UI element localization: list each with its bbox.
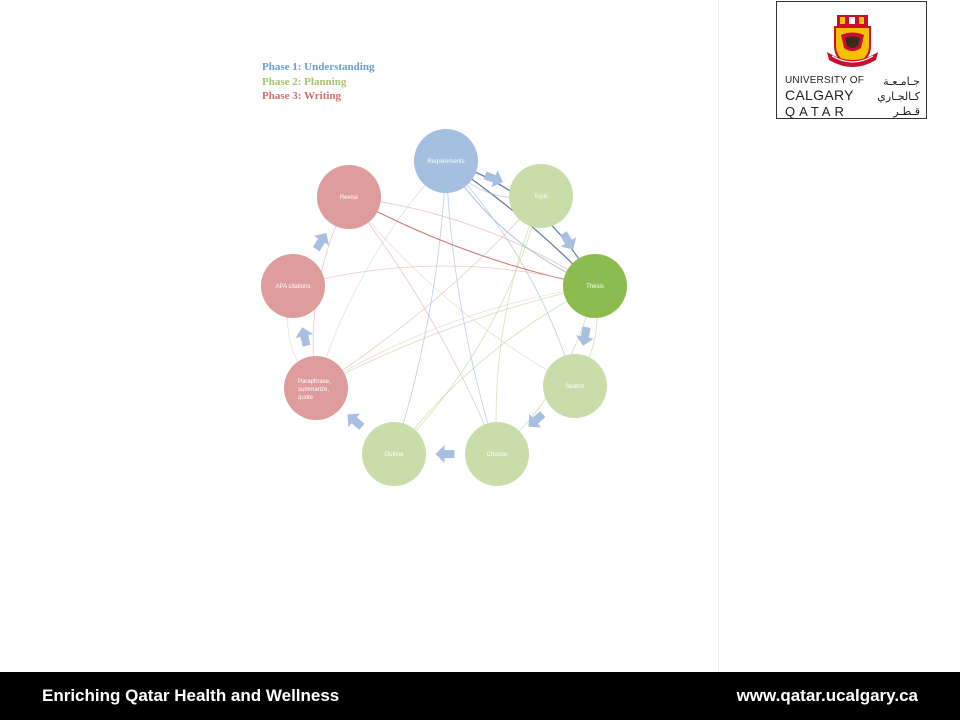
legend-phase-2: Phase 2: Planning [262, 75, 347, 88]
connection-curve [348, 196, 498, 455]
connection-curve [315, 160, 447, 389]
flow-arrow [295, 327, 314, 347]
node-circle-revise [317, 165, 381, 229]
flow-arrow [435, 445, 455, 463]
node-label-apa: APA citations [276, 284, 311, 290]
flow-arrow [312, 233, 330, 252]
node-label-choose: Choose [487, 452, 508, 458]
node-circle-thesis [563, 254, 627, 318]
university-logo: UNIVERSITY OF CALGARY QATAR جـامـعـة كـا… [776, 1, 927, 119]
node-circle-requirements [414, 129, 478, 193]
footer-url: www.qatar.ucalgary.ca [736, 686, 918, 705]
connection-curve [348, 196, 596, 287]
connection-curve [393, 285, 596, 455]
legend-phase-1: Phase 1: Understanding [262, 61, 375, 73]
connection-curve [348, 196, 596, 287]
connection-curve [315, 285, 596, 389]
crest-icon [827, 15, 878, 68]
node-circle-outline [362, 422, 426, 486]
footer-tagline: Enriching Qatar Health and Wellness [42, 686, 340, 705]
connection-curve [348, 196, 576, 387]
logo-wordmark-english: UNIVERSITY OF CALGARY QATAR [785, 75, 865, 119]
node-circle-search [543, 354, 607, 418]
connection-curve [445, 160, 498, 455]
flow-arrow [528, 411, 546, 428]
flow-arrows [295, 170, 594, 463]
flow-arrow [559, 231, 577, 250]
connection-curve [315, 195, 542, 389]
node-label-topic: Topic [534, 194, 548, 200]
node-label-revise: Revise [340, 195, 359, 201]
page-divider [718, 0, 719, 672]
connection-curve [393, 160, 447, 455]
node-label-thesis: Thesis [586, 284, 604, 290]
connection-curve [495, 195, 542, 455]
node-label-requirements: Requirements [427, 159, 464, 165]
connection-curve [393, 195, 542, 455]
node-circle-choose [465, 422, 529, 486]
phase-legend: Phase 1: Understanding Phase 2: Planning… [262, 60, 374, 104]
node-label-outline: Outline [384, 452, 404, 458]
legend-phase-3: Phase 3: Writing [262, 90, 342, 102]
node-label-paraphrase: Paraphrase,summarize,quote [298, 379, 331, 401]
node-circle-apa [261, 254, 325, 318]
connection-curve [315, 285, 596, 389]
flow-arrow [483, 170, 503, 188]
flow-arrow [347, 413, 365, 430]
connection-curve [445, 160, 576, 387]
flow-arrow [575, 326, 594, 346]
logo-wordmark-arabic: جـامـعـة كـالجـاري قـطـر [877, 75, 920, 118]
connection-curve [292, 265, 596, 287]
footer-bar: Enriching Qatar Health and Wellness www.… [0, 672, 960, 720]
node-circle-paraphrase [284, 356, 348, 420]
node-label-search: Search [565, 384, 584, 390]
node-circle-topic [509, 164, 573, 228]
